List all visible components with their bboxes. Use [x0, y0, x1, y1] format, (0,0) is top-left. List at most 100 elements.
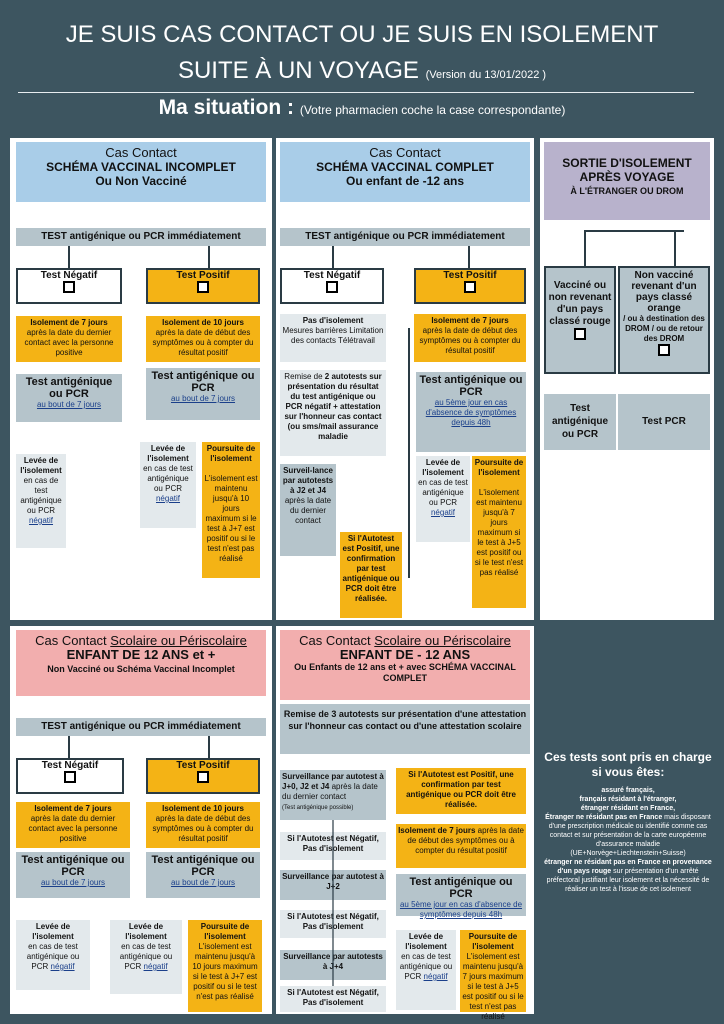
- panel2-pos-box: Test Positif: [414, 268, 526, 304]
- label: Levée de l'isolement: [405, 932, 447, 951]
- connector: [408, 328, 410, 578]
- text: après la date de début des symptômes ou …: [152, 328, 254, 357]
- title-line2: SUITE À UN VOYAGE (Version du 13/01/2022…: [0, 56, 724, 90]
- panel2-header: Cas Contact SCHÉMA VACCINAL COMPLET Ou e…: [280, 142, 530, 202]
- text: Remise de: [284, 372, 323, 381]
- text: après la date de début des symptômes ou …: [152, 814, 254, 843]
- panel3-h2: APRÈS VOYAGE: [579, 170, 675, 184]
- panel1-header: Cas Contact SCHÉMA VACCINAL INCOMPLET Ou…: [16, 142, 266, 202]
- text: au 5ème jour en cas d'absence de symptôm…: [425, 398, 517, 427]
- checkbox[interactable]: [658, 344, 670, 356]
- panel1-h2: SCHÉMA VACCINAL INCOMPLET: [46, 160, 236, 174]
- panel5-remise: Remise de 3 autotests sur présentation d…: [280, 704, 530, 754]
- label: Test antigénique ou PCR: [25, 376, 113, 400]
- checkbox[interactable]: [326, 281, 338, 293]
- text: en cas de test antigénique ou PCR: [143, 464, 193, 493]
- panel4-h2: ENFANT DE 12 ANS et +: [66, 647, 216, 662]
- panel1-h3: Ou Non Vacciné: [95, 174, 187, 188]
- text: après la date du dernier contact avec la…: [28, 814, 118, 843]
- text: au 5ème jour en cas d'absence de symptôm…: [399, 900, 523, 919]
- label: Poursuite de l'isolement: [474, 458, 524, 477]
- text: au bout de 7 jours: [36, 400, 102, 409]
- checkbox[interactable]: [197, 281, 209, 293]
- label: Test antigénique ou PCR: [21, 854, 125, 878]
- checkbox[interactable]: [574, 328, 586, 340]
- panel5-iso: Isolement de 7 jours après la date de dé…: [396, 824, 526, 868]
- panel-scolaire-moins12: Cas Contact Scolaire ou Périscolaire ENF…: [276, 626, 534, 1021]
- label: Isolement de 10 jours: [162, 318, 244, 327]
- checkbox[interactable]: [464, 281, 476, 293]
- text: mais disposant d'une prescription médica…: [548, 814, 711, 857]
- label: Poursuite de l'isolement: [200, 922, 250, 941]
- checkbox[interactable]: [63, 281, 75, 293]
- panel1-test-bar: TEST antigénique ou PCR immédiatement: [16, 228, 266, 246]
- connector: [208, 736, 210, 758]
- panel3-test-ag: Test antigénique ou PCR: [544, 394, 616, 450]
- label: Surveillance par autotest à J+0, J2 et J…: [282, 772, 384, 791]
- panel-cas-contact-complet: Cas Contact SCHÉMA VACCINAL COMPLET Ou e…: [276, 138, 534, 620]
- panel2-neg-box: Test Négatif: [280, 268, 384, 304]
- panel2-neg-label: Test Négatif: [303, 270, 361, 281]
- info-prise-en-charge: Ces tests sont pris en charge si vous êt…: [540, 750, 716, 894]
- connector: [332, 820, 334, 986]
- label: Isolement de 10 jours: [162, 804, 244, 813]
- panel5-h2: ENFANT DE - 12 ANS: [339, 647, 471, 662]
- checkbox[interactable]: [197, 771, 209, 783]
- panel3-orange: Non vacciné revenant d'un pays classé or…: [618, 266, 710, 374]
- panel3-test-pcr: Test PCR: [618, 394, 710, 450]
- label: Pas d'isolement: [302, 316, 364, 325]
- panel2-autotest-positif: Si l'Autotest est Positif, une confirmat…: [340, 532, 402, 618]
- label: Levée de l'isolement: [147, 444, 189, 463]
- title-line2-text: SUITE À UN VOYAGE: [177, 57, 419, 84]
- text: après la date du dernier contact avec la…: [24, 328, 114, 357]
- label: Poursuite de l'isolement: [206, 444, 256, 463]
- panel5-neg3: Si l'Autotest est Négatif, Pas d'isoleme…: [280, 986, 386, 1012]
- panel2-h1: Cas Contact: [369, 145, 441, 160]
- label: Si l'Autotest est Positif, une confirmat…: [342, 534, 400, 603]
- panel3-h1: SORTIE D'ISOLEMENT: [562, 156, 692, 170]
- text: en cas de test antigénique ou PCR: [399, 952, 453, 981]
- text: (Test antigénique possible): [282, 805, 354, 811]
- panel2-h3: Ou enfant de -12 ans: [345, 174, 465, 188]
- info-item: étranger résidant en France,: [580, 805, 676, 812]
- checkbox[interactable]: [64, 771, 76, 783]
- panel1-pos-box: Test Positif: [146, 268, 260, 304]
- text: / ou à destination des DROM / ou de reto…: [623, 314, 705, 343]
- connector: [584, 230, 586, 266]
- label: étranger ne résidant pas en France en pr…: [544, 859, 712, 875]
- panel-scolaire-12plus: Cas Contact Scolaire ou Périscolaire ENF…: [10, 626, 272, 1014]
- info-title: Ces tests sont pris en charge si vous êt…: [544, 750, 712, 779]
- label: Non vacciné revenant d'un pays classé or…: [631, 270, 697, 314]
- panel1-h1: Cas Contact: [105, 145, 177, 160]
- panel5-h1: Cas Contact Scolaire ou Périscolaire: [280, 634, 530, 648]
- panel2-pos-label: Test Positif: [443, 270, 497, 281]
- panel4-neg-box: Test Négatif: [16, 758, 124, 794]
- label: Test antigénique ou PCR: [151, 370, 255, 394]
- label: Isolement de 7 jours: [398, 826, 476, 835]
- divider: [18, 92, 694, 93]
- info-item: Étranger ne résidant pas en France mais …: [540, 813, 716, 858]
- situation-note: (Votre pharmacien coche la case correspo…: [299, 103, 566, 117]
- panel4-test-bar: TEST antigénique ou PCR immédiatement: [16, 718, 266, 736]
- label: Test Négatif: [41, 760, 99, 771]
- connector: [68, 736, 70, 758]
- panel5-h3: Ou Enfants de 12 ans et + avec SCHÉMA VA…: [294, 662, 516, 683]
- panel2-h2: SCHÉMA VACCINAL COMPLET: [316, 160, 494, 174]
- text: L'isolement est maintenu jusqu'à 10 jour…: [192, 942, 258, 1001]
